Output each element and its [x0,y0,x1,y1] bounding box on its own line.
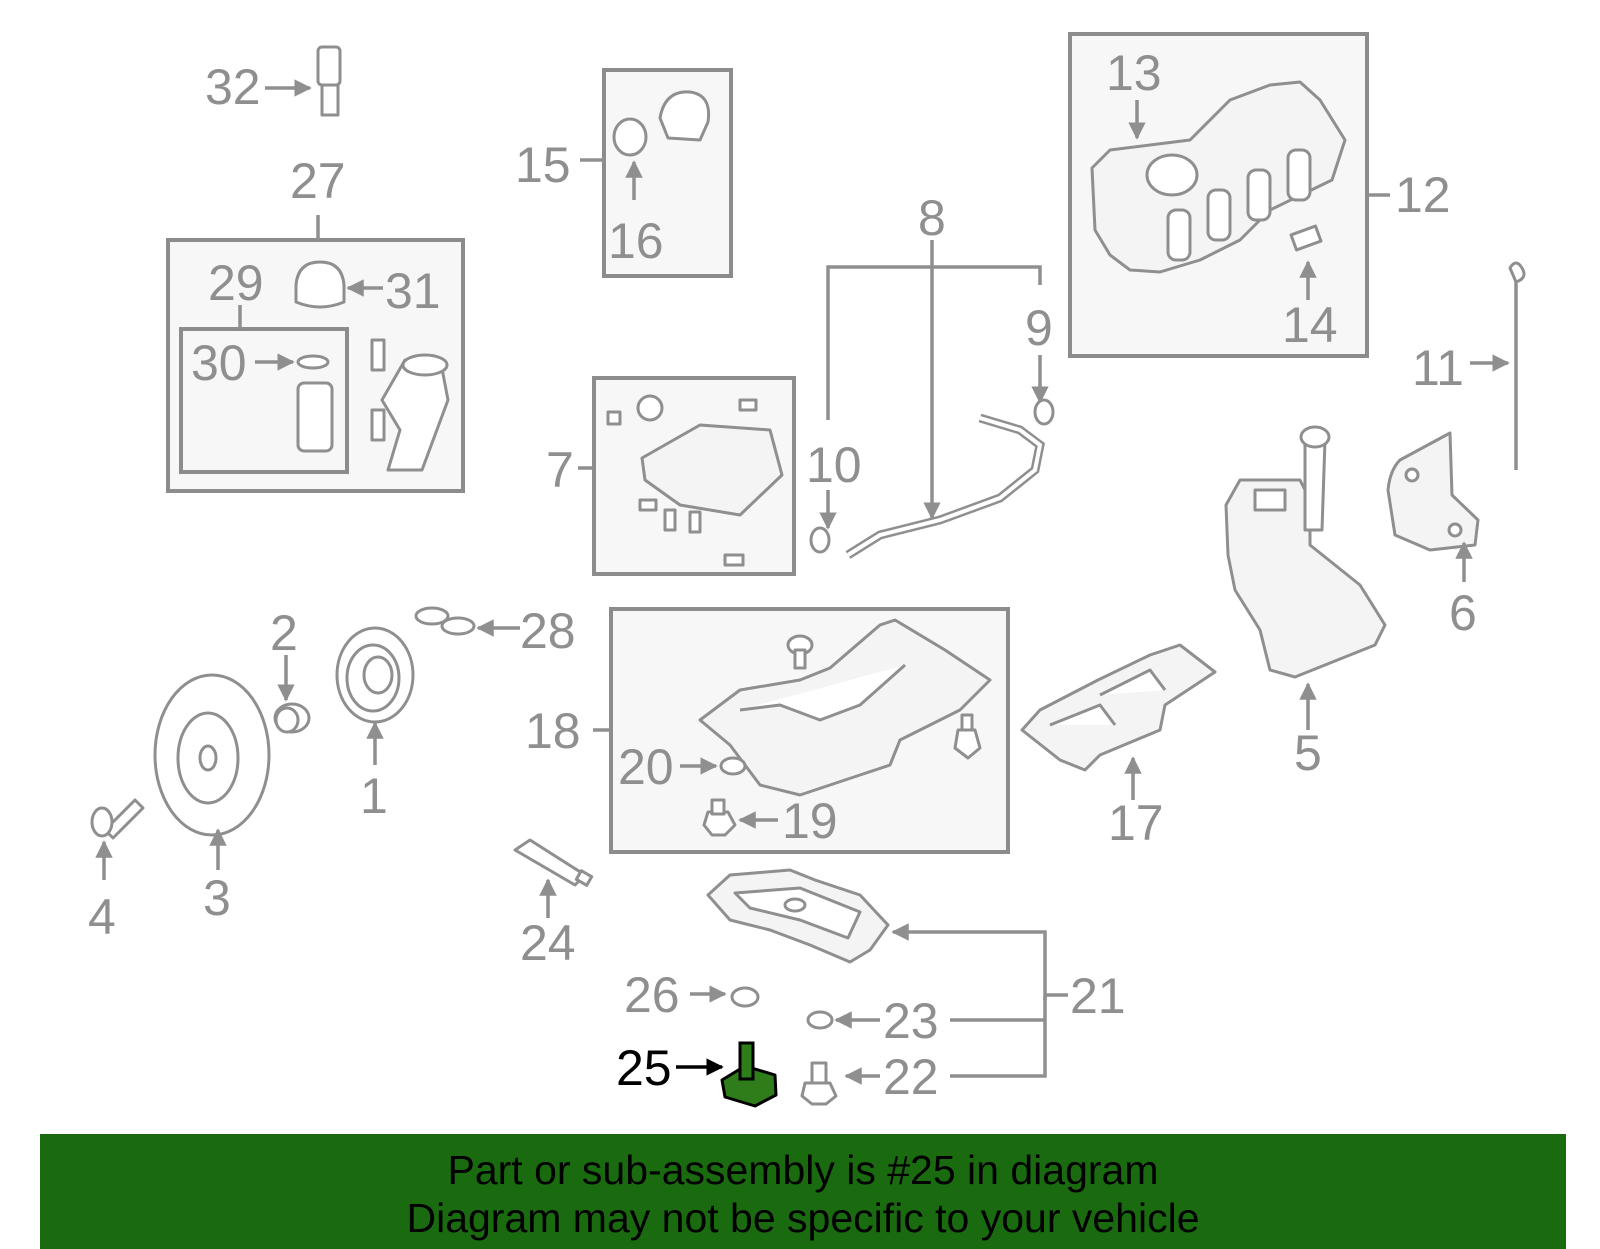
part-27-housing [370,338,450,472]
part-25-highlighted [720,1041,778,1108]
part-7-assembly [606,394,784,567]
callout-28: 28 [520,603,576,659]
part-4-bolt [90,798,145,840]
part-8-hose [845,413,1045,559]
part-31-cap [294,260,346,309]
callout-27: 27 [290,153,346,209]
info-banner: Part or sub-assembly is #25 in diagram D… [40,1134,1566,1249]
callout-3: 3 [203,870,231,926]
callout-4: 4 [88,889,116,945]
callout-17: 17 [1108,795,1164,851]
part-24-sealant-tube [513,838,594,887]
part-1-pulley [335,626,415,724]
callout-26: 26 [624,967,680,1023]
callout-13: 13 [1106,45,1162,101]
part-19-plug [702,798,737,837]
callout-12: 12 [1395,167,1451,223]
callout-32: 32 [205,59,261,115]
callout-11: 11 [1412,340,1464,396]
part-17-baffle [1020,643,1217,772]
part-26-washer [730,986,760,1008]
callout-30: 30 [191,335,247,391]
part-6-bracket [1386,431,1480,552]
part-2-bushing [273,702,311,734]
callout-22: 22 [883,1049,939,1105]
part-11-dipstick [1508,261,1526,470]
callout-2: 2 [270,605,298,661]
callout-23: 23 [883,993,939,1049]
part-3-damper [153,673,271,837]
callout-1: 1 [360,768,388,824]
part-14-bolt [1289,224,1323,252]
callout-10: 10 [806,437,862,493]
callout-8: 8 [918,190,946,246]
callout-18: 18 [525,703,581,759]
callout-9: 9 [1025,300,1053,356]
part-10-oring [809,526,831,554]
callout-5: 5 [1294,725,1322,781]
part-15-cap [658,90,711,142]
banner-line-disclaimer: Diagram may not be specific to your vehi… [406,1195,1200,1241]
callout-19: 19 [782,793,838,849]
callout-25: 25 [616,1040,672,1096]
part-28-gasket [414,606,476,636]
part-9-oring [1033,398,1055,426]
part-23-oring [806,1010,834,1030]
part-5-oil-pan-upper [1224,425,1387,679]
part-32-sensor [316,45,342,117]
part-13-valve-cover [1090,80,1347,274]
callout-15: 15 [515,137,571,193]
part-16-oring [612,117,648,157]
callout-24: 24 [520,915,576,971]
callout-6: 6 [1449,585,1477,641]
callout-16: 16 [608,213,664,269]
part-30-filter [296,354,334,453]
part-21-lower-pan [706,868,890,964]
callout-7: 7 [546,442,574,498]
callout-21: 21 [1070,968,1126,1024]
callout-20: 20 [618,739,674,795]
part-18-oil-pan [698,618,992,797]
part-22-plug [800,1061,838,1106]
part-20-oring [719,756,747,776]
callout-31: 31 [385,263,441,319]
callout-29: 29 [208,255,264,311]
banner-line-part-number: Part or sub-assembly is #25 in diagram [447,1147,1159,1193]
callout-14: 14 [1282,297,1338,353]
